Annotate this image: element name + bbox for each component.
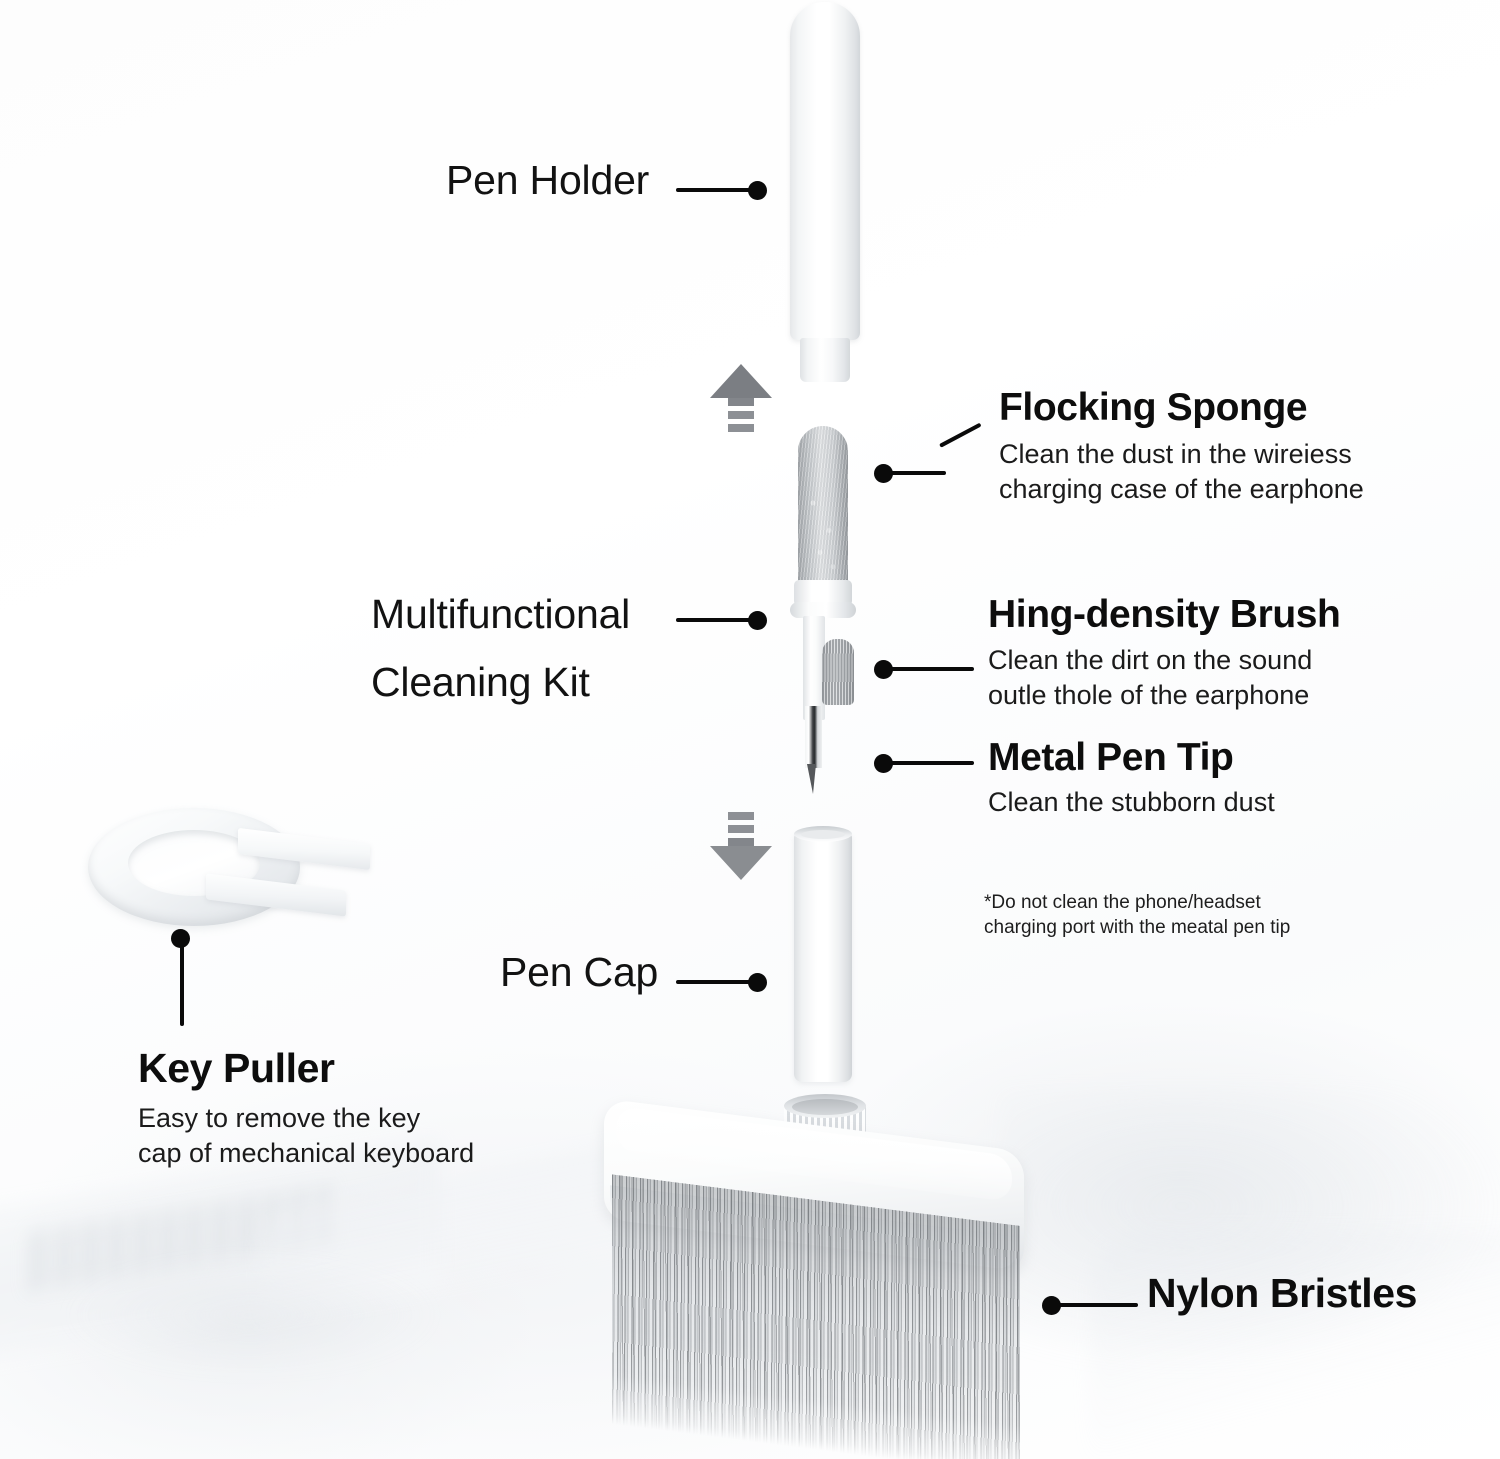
pen-holder-illustration: [790, 2, 860, 340]
pen-cap-inner-bore: [801, 830, 845, 839]
metal-pen-tip-illustration: [805, 706, 822, 768]
callout-pen-cap-label: Pen Cap: [500, 949, 659, 995]
callout-pen-holder-label: Pen Holder: [446, 157, 650, 203]
callout-kit-label-line1: Multifunctional: [371, 591, 631, 637]
callout-kit-label-line2: Cleaning Kit: [371, 659, 590, 705]
sponge-collar: [794, 580, 852, 606]
flocking-sponge-illustration: [798, 426, 848, 584]
arrow-up-icon: [706, 364, 776, 432]
callout-high-density-brush-description: Clean the dirt on the sound outle thole …: [988, 645, 1313, 710]
arrow-down-icon: [706, 812, 776, 884]
callout-flocking-sponge-title: Flocking Sponge: [999, 386, 1308, 429]
callout-high-density-brush-title: Hing-density Brush: [988, 593, 1341, 636]
background-sheen-corner: [1090, 1230, 1500, 1459]
brush-socket-hole: [792, 1099, 858, 1115]
pen-cap-illustration: [794, 832, 852, 1082]
callout-nylon-bristles-title: Nylon Bristles: [1147, 1270, 1418, 1316]
flocking-sponge-texture: [798, 470, 848, 580]
leader-line-key-puller: [180, 938, 184, 1026]
key-puller-illustration: [88, 800, 388, 940]
callout-key-puller-title: Key Puller: [138, 1045, 335, 1091]
background-sheen-right: [1000, 1090, 1500, 1380]
callout-metal-pen-tip-title: Metal Pen Tip: [988, 736, 1234, 779]
high-density-brush-illustration: [822, 639, 854, 705]
callout-flocking-sponge-description: Clean the dust in the wireiess charging …: [999, 439, 1364, 504]
tool-shaft: [803, 616, 825, 720]
leader-dot-key-puller: [171, 929, 190, 948]
callout-metal-pen-tip-description: Clean the stubborn dust: [988, 787, 1275, 817]
pen-holder-stub: [800, 338, 850, 382]
footnote-warning: *Do not clean the phone/headset charging…: [984, 892, 1291, 939]
callout-key-puller-description: Easy to remove the key cap of mechanical…: [138, 1103, 475, 1168]
background-shadow-left: [60, 1255, 440, 1375]
metal-pen-tip-point: [807, 764, 816, 794]
sponge-ring: [790, 602, 856, 618]
